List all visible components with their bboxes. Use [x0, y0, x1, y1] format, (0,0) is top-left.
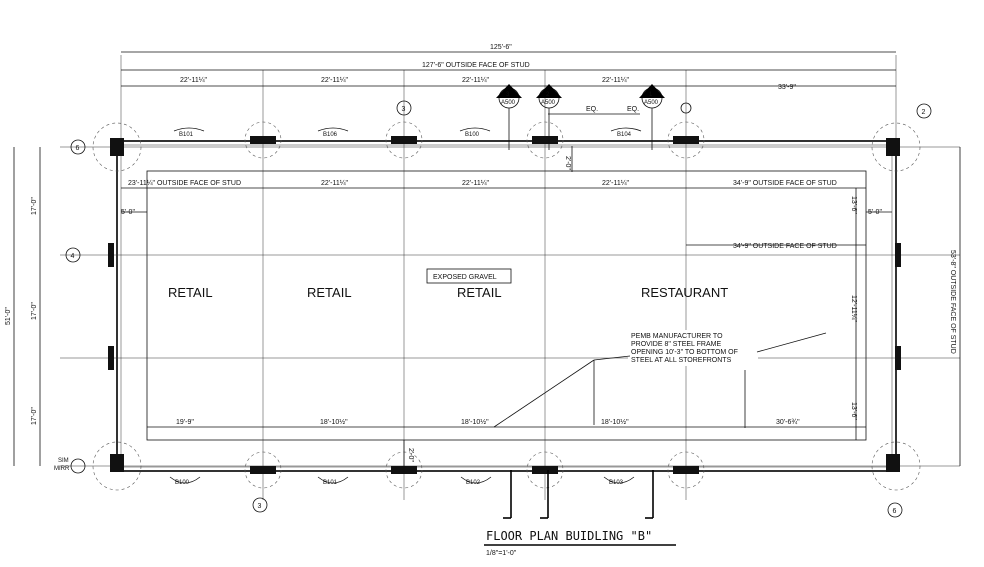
- dim-bottom: 30'-6¾": [776, 419, 800, 426]
- dim-inner: 22'-11¼": [602, 180, 630, 187]
- dim-bay: 22'-11¼": [462, 77, 490, 84]
- pemb-note-line: PROVIDE 8" STEEL FRAME: [631, 341, 721, 348]
- section-num: 3: [506, 92, 510, 98]
- room-label-retail-3: RETAIL: [457, 285, 502, 300]
- dim-right: 12'-11¼": [850, 295, 857, 323]
- dim-left-overall: 51'-0": [5, 307, 12, 325]
- pemb-note-line: STEEL AT ALL STOREFRONTS: [631, 357, 732, 364]
- dim-offset: 5'-0": [868, 209, 882, 216]
- pemb-note-line: PEMB MANUFACTURER TO: [631, 333, 723, 340]
- grid-tag: 6: [76, 145, 80, 152]
- dim-inner: 23'-11¼" OUTSIDE FACE OF STUD: [128, 180, 241, 187]
- title-text: FLOOR PLAN BUIDLING "B": [486, 529, 652, 543]
- dim-right: 13'-6": [850, 402, 857, 420]
- mirr-label: MIRR: [54, 466, 70, 472]
- storefront-tag: B100: [465, 132, 480, 138]
- room-labels: RETAIL RETAIL RETAIL RESTAURANT: [168, 285, 728, 300]
- floor-finish-note: EXPOSED GRAVEL: [426, 268, 512, 284]
- dim-overall: 125'-6": [490, 44, 512, 51]
- storefront-tag: B101: [323, 480, 338, 486]
- storefront-tag: B103: [609, 480, 624, 486]
- dim-bottom: 18'-10½": [461, 418, 489, 426]
- storefront-tags-top: B101 B106 B100 B104: [173, 127, 642, 138]
- dimensions-right: 53'-8" OUTSIDE FACE OF STUD 13'-6" 12'-1…: [850, 147, 961, 466]
- building-walls: [116, 140, 897, 472]
- storefront-tag: B106: [323, 132, 338, 138]
- dim-left: 17'-0": [31, 407, 38, 425]
- dim-bay: 22'-11¼": [321, 77, 349, 84]
- storefront-tag: B102: [466, 480, 481, 486]
- dim-inner-mid: 34'-9" OUTSIDE FACE OF STUD: [733, 243, 837, 250]
- grid-tag: 4: [71, 253, 75, 260]
- grid-tags: 6 4 3 2 3 6: [65, 100, 932, 518]
- storefront-tag: B100: [175, 480, 190, 486]
- pemb-note: PEMB MANUFACTURER TO PROVIDE 8" STEEL FR…: [493, 330, 827, 428]
- storefront-tag: B101: [179, 132, 194, 138]
- dim-bay: 33'-9": [778, 84, 796, 91]
- section-sheet: A500: [644, 100, 659, 106]
- dim-inner: 22'-11¼": [462, 180, 490, 187]
- dim-bottom: 19'-9": [176, 419, 194, 426]
- dim-left: 17'-0": [31, 302, 38, 320]
- storefront-tag: B104: [617, 132, 632, 138]
- dim-offset: 5'-0": [121, 209, 135, 216]
- room-label-retail-2: RETAIL: [307, 285, 352, 300]
- storefront-tags-bottom: B100 B101 B102 B103: [169, 476, 635, 486]
- section-num: 1: [649, 92, 653, 98]
- section-markers: 3 A500 2 A500 1 A500: [496, 84, 665, 150]
- section-cut-lines: [503, 470, 654, 519]
- dim-small: 2'-0": [407, 448, 414, 462]
- room-label-retail-1: RETAIL: [168, 285, 213, 300]
- dim-eq: EQ.: [627, 106, 639, 113]
- dimensions-left: 51'-0" 17'-0" 17'-0" 17'-0": [5, 147, 41, 466]
- dim-stud: 127'-6" OUTSIDE FACE OF STUD: [422, 62, 530, 69]
- dim-bottom: 18'-10½": [601, 418, 629, 426]
- sim-label: SIM: [58, 458, 69, 464]
- dimensions-inner-top: 23'-11¼" OUTSIDE FACE OF STUD 22'-11¼" 2…: [121, 180, 892, 250]
- section-sheet: A500: [501, 100, 516, 106]
- scale-text: 1/8"=1'-0": [486, 550, 517, 557]
- dim-right-overall: 53'-8" OUTSIDE FACE OF STUD: [949, 250, 956, 354]
- section-num: 2: [546, 92, 550, 98]
- column-bubbles: [92, 121, 921, 491]
- grid-tag: 3: [258, 503, 262, 510]
- pemb-note-line: OPENING 10'-3" TO BOTTOM OF: [631, 349, 738, 356]
- grid-tag: 3: [402, 106, 406, 113]
- dim-bay: 22'-11¼": [602, 77, 630, 84]
- dim-right: 13'-6": [850, 196, 857, 214]
- dim-bottom: 18'-10½": [320, 418, 348, 426]
- dim-eq: EQ.: [586, 106, 598, 113]
- grid-tag: 2: [922, 109, 926, 116]
- dim-small: 2'-0": [564, 156, 571, 170]
- dim-inner: 22'-11¼": [321, 180, 349, 187]
- grid-tag: 6: [893, 508, 897, 515]
- room-label-restaurant: RESTAURANT: [641, 285, 728, 300]
- dim-inner: 34'-9" OUTSIDE FACE OF STUD: [733, 180, 837, 187]
- dim-left: 17'-0": [31, 197, 38, 215]
- sim-mirr-note: SIM MIRR: [54, 458, 86, 474]
- drawing-title: FLOOR PLAN BUIDLING "B" 1/8"=1'-0": [484, 529, 676, 557]
- exposed-gravel-label: EXPOSED GRAVEL: [433, 274, 497, 281]
- dim-bay: 22'-11¼": [180, 77, 208, 84]
- section-sheet: A500: [541, 100, 556, 106]
- dimensions-bottom: 19'-9" 18'-10½" 18'-10½" 18'-10½" 30'-6¾…: [147, 418, 866, 472]
